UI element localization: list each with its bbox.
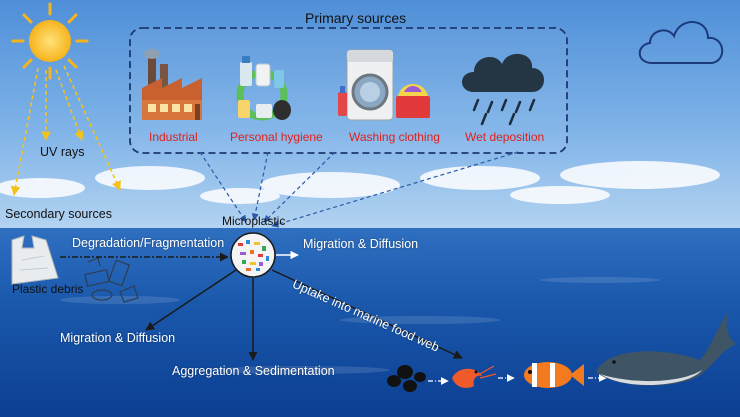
primary-item-industrial: Industrial <box>149 130 198 144</box>
primary-item-personal-hygiene: Personal hygiene <box>230 130 323 144</box>
primary-sources-title: Primary sources <box>305 10 407 26</box>
microplastic-ball-icon <box>230 232 276 278</box>
primary-item-washing-clothing: Washing clothing <box>349 130 440 144</box>
plastic-debris-label: Plastic debris <box>12 282 84 296</box>
primary-item-wet-deposition: Wet deposition <box>465 130 545 144</box>
uv-ray-arrows <box>10 65 121 196</box>
secondary-sources-label: Secondary sources <box>5 207 113 221</box>
food-web-arrow <box>271 269 463 359</box>
degradation-label: Degradation/Fragmentation <box>72 236 225 250</box>
rain-cloud-icon <box>462 53 544 126</box>
whale-icon <box>596 312 736 386</box>
ocean-background <box>0 228 740 417</box>
plastic-bag-icon <box>11 235 59 285</box>
microplastic-label: Microplastic <box>222 214 286 228</box>
hygiene-products-icon <box>236 56 291 121</box>
plastic-debris-icon <box>84 257 139 303</box>
washing-machine-icon <box>338 49 430 121</box>
shrimp-icon <box>452 365 497 388</box>
migration-diffusion-left-label: Migration & Diffusion <box>60 331 176 345</box>
plankton-icon <box>387 365 426 392</box>
primary-to-microplastic-arrows <box>199 151 519 228</box>
uv-rays-label: UV rays <box>40 145 85 159</box>
clownfish-icon <box>524 362 584 388</box>
sun-icon <box>11 2 89 80</box>
factory-icon <box>142 49 202 120</box>
migration-diffusion-right-label: Migration & Diffusion <box>303 237 419 251</box>
cloud-outline-icon <box>638 21 723 64</box>
migration-left-arrow <box>145 269 237 331</box>
aggregation-sedimentation-label: Aggregation & Sedimentation <box>172 364 335 378</box>
wave-highlights <box>60 277 660 374</box>
